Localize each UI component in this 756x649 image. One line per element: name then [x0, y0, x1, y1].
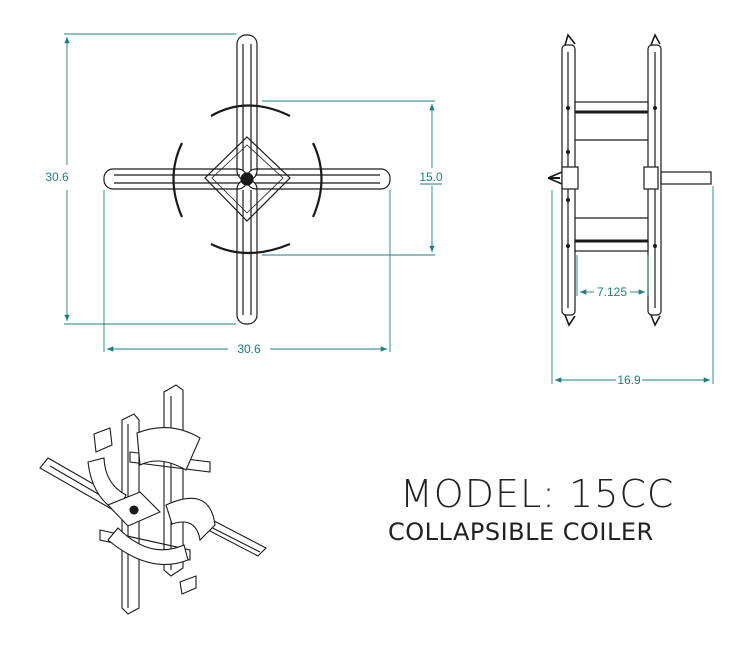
- iso-arm-back-vertical: [163, 384, 184, 577]
- iso-flange-1: [136, 427, 201, 471]
- side-dimensions: [551, 186, 714, 384]
- side-shaft: [660, 171, 712, 185]
- model-description: COLLAPSIBLE COILER: [388, 518, 654, 546]
- hub-diamond: [204, 136, 291, 222]
- arm-left: [103, 168, 248, 190]
- iso-flange-3: [165, 497, 216, 542]
- arm-right: [246, 168, 391, 190]
- iso-flange-4: [107, 527, 189, 566]
- dim-depth-label: 7.125: [597, 285, 627, 299]
- arm-top: [236, 34, 258, 181]
- dim-overall-label: 16.9: [617, 373, 641, 387]
- hub-center: [240, 172, 254, 186]
- flange-top: [210, 104, 291, 117]
- model-title: MODEL: 15CC: [400, 472, 675, 516]
- dim-inner-label: 15.0: [419, 170, 443, 184]
- front-view: [103, 34, 391, 325]
- side-view: [547, 33, 712, 327]
- dim-height-label: 30.6: [45, 170, 69, 184]
- flange-right: [311, 142, 323, 218]
- front-dimensions: [64, 33, 442, 352]
- isometric-view: [39, 384, 267, 615]
- flange-left: [172, 142, 184, 218]
- iso-arm-front-vertical: [121, 413, 140, 615]
- flange-bottom: [210, 242, 291, 255]
- side-hub-right: [643, 166, 659, 190]
- iso-flange-2: [87, 457, 127, 513]
- side-hub-left: [561, 166, 579, 190]
- dim-width-label: 30.6: [237, 342, 261, 356]
